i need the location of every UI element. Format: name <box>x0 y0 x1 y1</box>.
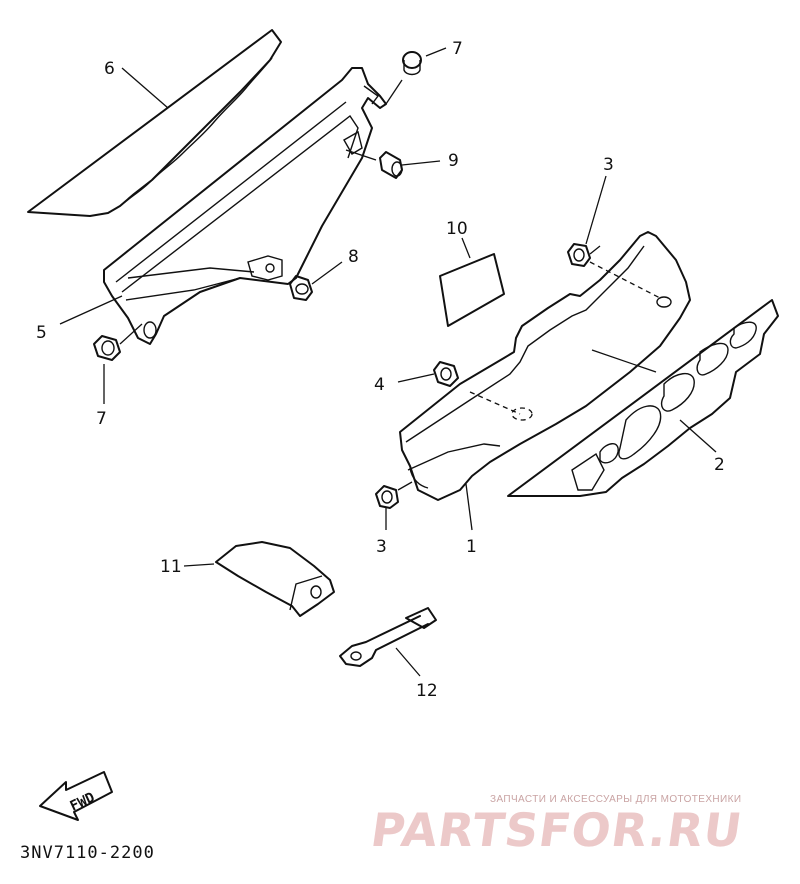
part-2-decal[interactable] <box>507 299 779 497</box>
part-5-frame-bracket[interactable] <box>103 67 387 345</box>
callout-10: 10 <box>446 219 468 239</box>
part-10-label-plate[interactable] <box>439 253 505 327</box>
callout-8: 8 <box>348 247 359 267</box>
part-3-grommet-top[interactable] <box>567 243 591 267</box>
watermark-tagline: ЗАПЧАСТИ И АКСЕССУАРЫ ДЛЯ МОТОТЕХНИКИ <box>490 794 741 805</box>
watermark-brand: PARTSFOR.RU <box>368 803 747 857</box>
callout-3-bottom: 3 <box>376 537 387 557</box>
callout-12: 12 <box>416 681 438 701</box>
part-8-grommet[interactable] <box>289 275 313 301</box>
part-4-grommet[interactable] <box>433 361 459 387</box>
part-3-grommet-bottom[interactable] <box>375 485 399 509</box>
callout-6: 6 <box>104 59 115 79</box>
callout-9: 9 <box>448 151 459 171</box>
fwd-arrow-icon: FWD <box>39 771 113 821</box>
part-9-collar[interactable] <box>379 151 403 179</box>
fwd-label: FWD <box>68 790 98 815</box>
callout-2: 2 <box>714 455 725 475</box>
callout-7-top: 7 <box>452 39 463 59</box>
part-12-strap[interactable] <box>339 607 437 667</box>
watermark: ЗАПЧАСТИ И АКСЕССУАРЫ ДЛЯ МОТОТЕХНИКИ PA… <box>368 794 747 857</box>
part-7-grommet-top[interactable] <box>402 51 422 76</box>
callout-3-top: 3 <box>603 155 614 175</box>
part-7-grommet-bottom[interactable] <box>93 335 121 361</box>
callout-5: 5 <box>36 323 47 343</box>
callout-11: 11 <box>160 557 182 577</box>
leader-lines <box>59 47 717 677</box>
part-6-strip[interactable] <box>27 29 282 217</box>
part-1-side-cover[interactable] <box>399 231 691 501</box>
part-11-tray[interactable] <box>215 541 335 617</box>
callouts: 6 7 9 8 5 7 10 3 4 3 1 2 11 12 <box>36 39 725 701</box>
diagram-code: 3NV7110-2200 <box>20 843 155 863</box>
callout-7-bottom: 7 <box>96 409 107 429</box>
callout-4: 4 <box>374 375 385 395</box>
callout-1: 1 <box>466 537 477 557</box>
